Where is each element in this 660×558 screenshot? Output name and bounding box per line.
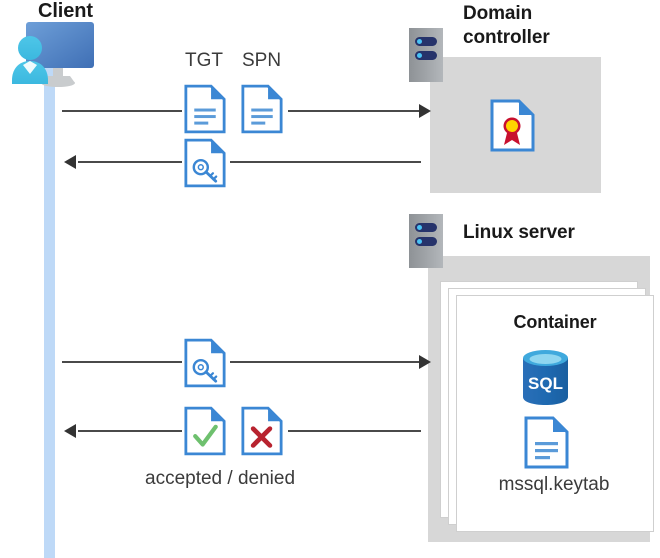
document-key-icon-request: [184, 338, 226, 388]
message-line-2a: [78, 161, 182, 163]
document-icon-spn: [241, 84, 283, 134]
arrowhead-left-4: [64, 424, 76, 438]
document-cross-icon-denied: [241, 406, 283, 456]
rack-led: [415, 51, 437, 60]
message-line-4a: [78, 430, 182, 432]
domain-controller-title-line2: controller: [463, 27, 550, 48]
linux-server-title: Linux server: [463, 222, 575, 243]
document-check-icon-accepted: [184, 406, 226, 456]
sql-database-icon: SQL: [519, 349, 572, 406]
keytab-label: mssql.keytab: [498, 474, 610, 495]
rack-led: [415, 37, 437, 46]
rack-led: [415, 223, 437, 232]
container-title: Container: [513, 312, 597, 332]
document-icon-keytab: [524, 416, 569, 469]
arrowhead-right-1: [419, 104, 431, 118]
message-line-1a: [62, 110, 182, 112]
container-card-front: Container: [456, 295, 654, 532]
document-icon-tgt: [184, 84, 226, 134]
arrowhead-left-2: [64, 155, 76, 169]
client-title: Client: [38, 0, 93, 22]
domain-controller-title-line1: Domain: [463, 3, 533, 24]
accepted-denied-label: accepted / denied: [145, 468, 296, 489]
tgt-label: TGT: [185, 50, 223, 71]
domain-controller-title: Domain controller: [463, 2, 623, 50]
message-line-4b: [288, 430, 421, 432]
svg-text:SQL: SQL: [528, 374, 563, 393]
server-rack-icon-linux-server: [409, 214, 443, 268]
message-line-1b: [288, 110, 421, 112]
message-line-2b: [230, 161, 421, 163]
message-line-3a: [62, 361, 182, 363]
client-lifeline: [44, 62, 55, 558]
document-certificate-icon: [490, 99, 535, 152]
document-key-icon-ticket: [184, 138, 226, 188]
spn-label: SPN: [242, 50, 282, 71]
server-rack-icon-domain-controller: [409, 28, 443, 82]
arrowhead-right-3: [419, 355, 431, 369]
user-monitor-icon: [8, 22, 112, 97]
message-line-3b: [230, 361, 421, 363]
rack-led: [415, 237, 437, 246]
